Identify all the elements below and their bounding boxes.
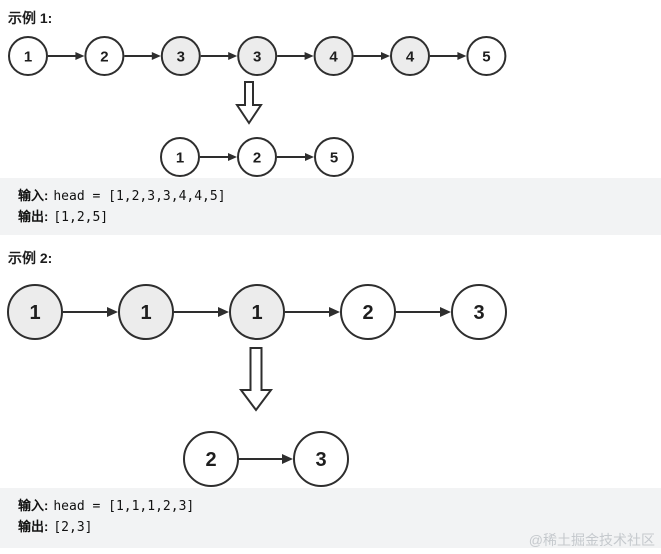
node-value: 2 — [362, 302, 373, 324]
example-1-linked-list-diagram: 1 2 3 3 4 4 5 1 2 5 — [8, 36, 507, 177]
node-value: 1 — [176, 149, 184, 166]
list-node: 3 — [160, 36, 201, 76]
list-node: 4 — [390, 36, 430, 76]
node-value: 4 — [329, 48, 338, 65]
next-pointer-arrow — [48, 52, 85, 60]
output-label: 输出: — [18, 209, 49, 224]
output-label: 输出: — [18, 519, 49, 534]
next-pointer-arrow — [285, 307, 340, 317]
next-pointer-arrow — [174, 307, 229, 317]
node-value: 2 — [253, 149, 261, 166]
next-pointer-arrow — [200, 52, 238, 60]
input-value: head = [1,1,1,2,3] — [53, 499, 195, 514]
list-node: 1 — [7, 284, 63, 340]
list-node: 4 — [313, 36, 354, 76]
example-2-io-box: 输入: head = [1,1,1,2,3] 输出: [2,3] — [0, 488, 661, 548]
next-pointer-arrow — [353, 52, 390, 60]
output-value: [1,2,5] — [53, 210, 109, 225]
example-1-title: 示例 1: — [8, 10, 53, 26]
node-value: 4 — [406, 48, 415, 65]
example-1-output-line: 输出: [1,2,5] — [18, 207, 643, 228]
list-node: 1 — [160, 137, 200, 177]
example-1-input-line: 输入: head = [1,2,3,3,4,4,5] — [18, 186, 643, 207]
list-node: 1 — [118, 284, 174, 340]
list-node: 1 — [229, 284, 285, 340]
node-value: 1 — [29, 302, 40, 324]
next-pointer-arrow — [239, 454, 293, 464]
list-node: 5 — [466, 36, 507, 76]
input-label: 输入: — [18, 498, 49, 513]
node-value: 2 — [205, 449, 216, 471]
next-pointer-arrow — [124, 52, 161, 60]
output-value: [2,3] — [53, 520, 93, 535]
example-2-linked-list-diagram: 1 1 1 2 3 2 3 — [7, 284, 507, 487]
example-2-output-line: 输出: [2,3] — [18, 517, 643, 538]
input-value: head = [1,2,3,3,4,4,5] — [53, 189, 226, 204]
node-value: 5 — [482, 48, 490, 65]
node-value: 3 — [253, 48, 261, 65]
example-2-title: 示例 2: — [8, 250, 53, 266]
node-value: 3 — [473, 302, 484, 324]
hollow-down-arrow-icon — [235, 81, 263, 125]
list-node: 3 — [237, 36, 278, 76]
input-label: 输入: — [18, 188, 49, 203]
next-pointer-arrow — [277, 52, 314, 60]
next-pointer-arrow — [277, 153, 314, 161]
list-node: 1 — [8, 36, 48, 76]
node-value: 1 — [140, 302, 151, 324]
node-value: 2 — [100, 48, 108, 65]
node-value: 5 — [330, 149, 338, 166]
example-2-input-line: 输入: head = [1,1,1,2,3] — [18, 496, 643, 517]
list-node: 2 — [237, 137, 277, 177]
node-value: 1 — [24, 48, 32, 65]
next-pointer-arrow — [430, 52, 467, 60]
node-value: 1 — [251, 302, 262, 324]
list-node: 3 — [451, 284, 507, 340]
example-1-io-box: 输入: head = [1,2,3,3,4,4,5] 输出: [1,2,5] — [0, 178, 661, 235]
node-value: 3 — [177, 48, 185, 65]
watermark: @稀土掘金技术社区 — [528, 532, 655, 548]
node-value: 3 — [315, 449, 326, 471]
next-pointer-arrow — [396, 307, 451, 317]
hollow-down-arrow-icon — [239, 347, 273, 412]
list-node: 3 — [293, 431, 349, 487]
list-node: 2 — [183, 431, 239, 487]
list-node: 2 — [340, 284, 396, 340]
list-node: 5 — [314, 137, 354, 177]
next-pointer-arrow — [200, 153, 237, 161]
next-pointer-arrow — [63, 307, 118, 317]
list-node: 2 — [84, 36, 125, 76]
